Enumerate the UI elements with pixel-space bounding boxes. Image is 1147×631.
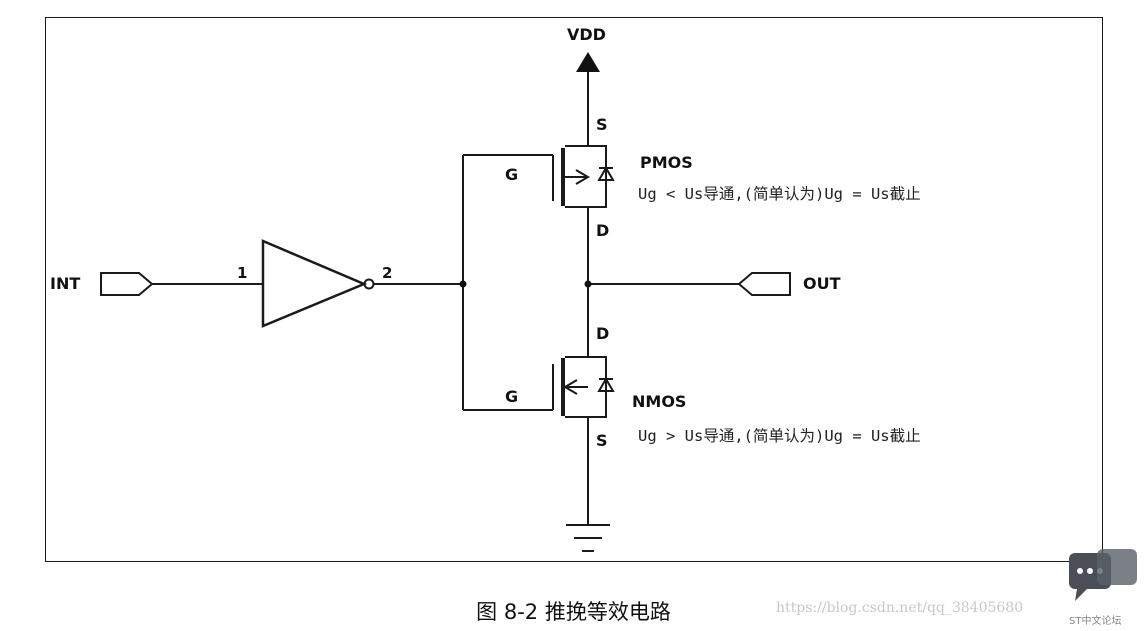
gate-junction-dot [459,280,467,288]
inverter-pin-1: 1 [237,264,247,282]
nmos-source-label: S [596,431,608,450]
pmos-body-arrow [575,169,590,185]
output-junction-dot [584,280,592,288]
pmos-conduction-note: Ug < Us导通,(简单认为)Ug = Us截止 [638,185,921,203]
inverter-pin-2: 2 [382,264,392,282]
nmos-body-arrow [563,379,578,395]
chat-bubble-icon [1069,549,1137,601]
input-label: INT [50,274,80,293]
output-port-symbol [737,272,791,296]
input-port-symbol [100,272,154,296]
nmos-diode-frame [588,356,607,418]
watermark-url: https://blog.csdn.net/qq_38405680 [776,600,1024,616]
diagram-frame [45,17,1103,562]
vdd-arrow [576,52,600,72]
nmos-conduction-note: Ug > Us导通,(简单认为)Ug = Us截止 [638,427,921,445]
pmos-source-label: S [596,115,608,134]
pmos-diode-frame [588,145,607,208]
output-label: OUT [803,274,841,293]
inverter-bubble [363,278,375,290]
vdd-label: VDD [567,25,606,44]
pmos-drain-label: D [596,221,609,240]
nmos-gate-label: G [505,387,518,406]
badge-text: ST中文论坛 [1069,616,1122,627]
pmos-gate-label: G [505,165,518,184]
push-pull-circuit-diagram: VDD INT OUT 1 2 S G D PMOS Ug < Us导通,(简单… [50,25,921,552]
pmos-diode [597,166,615,181]
figure-caption: 图 8-2 推挽等效电路 [476,600,671,624]
pmos-name-label: PMOS [640,153,693,172]
inverter-symbol [261,239,368,328]
nmos-diode [597,377,615,392]
nmos-drain-label: D [596,324,609,343]
nmos-name-label: NMOS [632,392,686,411]
